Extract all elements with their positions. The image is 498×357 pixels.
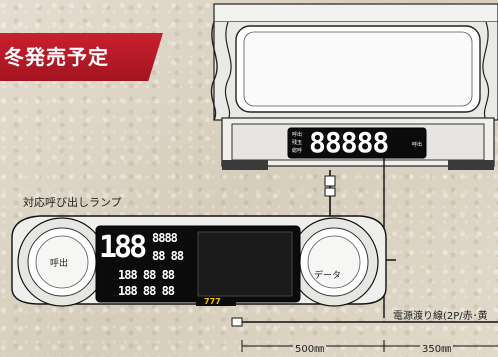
lamp-row-2: 88 88	[152, 249, 184, 263]
top-label-line-1: 呼出	[292, 132, 303, 138]
dimension-right: 350㎜	[420, 340, 454, 355]
call-lamp	[11, 215, 387, 307]
lamp-left-button-label: 呼出	[50, 259, 69, 269]
cable-caption: 電源渡り線(2P/赤･黄	[393, 311, 488, 322]
lamp-right-button-label: データ	[314, 271, 342, 281]
lamp-row-4: 188 88 88	[118, 284, 175, 298]
dimension-left: 500㎜	[293, 340, 327, 355]
lamp-row-1: 8888	[152, 231, 178, 245]
top-display-unit	[210, 3, 498, 170]
lamp-big-digits: 188	[99, 230, 147, 265]
top-label-line-3: 総呼	[292, 148, 303, 154]
top-display-suffix: 呼出	[412, 142, 423, 148]
release-banner: 冬発売予定	[0, 33, 163, 81]
lamp-caption: 対応呼び出しランプ	[23, 196, 122, 209]
lamp-row-3: 188 88 88	[118, 268, 175, 282]
lamp-badge: 777	[204, 297, 221, 306]
top-label-line-2: 残玉	[292, 140, 303, 146]
top-display-label: 呼出 残玉 総呼	[292, 131, 308, 155]
top-display-digits: 88888	[309, 126, 389, 159]
